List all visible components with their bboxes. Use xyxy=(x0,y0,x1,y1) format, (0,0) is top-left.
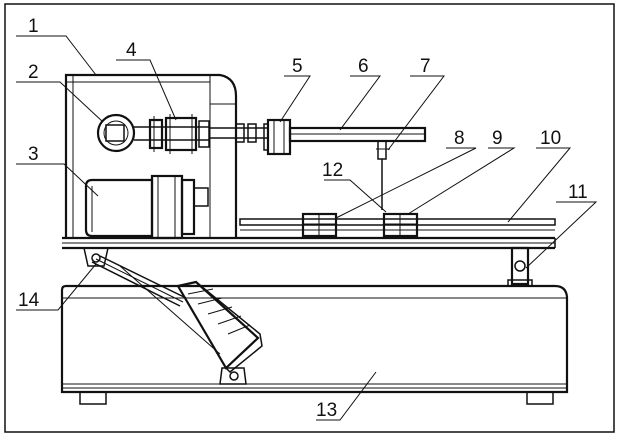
label-12: 12 xyxy=(322,160,343,181)
label-10: 10 xyxy=(540,128,561,149)
handwheel xyxy=(96,113,136,153)
leader-lines xyxy=(16,35,598,421)
label-14: 14 xyxy=(18,290,40,311)
hinge-support xyxy=(507,246,533,287)
coupling xyxy=(263,118,292,156)
lift-cylinder xyxy=(83,247,263,385)
label-4: 4 xyxy=(126,40,137,61)
slider-block-right xyxy=(382,212,419,238)
shaft-assembly xyxy=(134,114,268,154)
label-13: 13 xyxy=(316,400,337,421)
pointer-rod xyxy=(376,140,390,210)
slider-block-left xyxy=(301,212,338,238)
label-6: 6 xyxy=(358,56,369,77)
motor xyxy=(84,174,209,240)
upper-platform xyxy=(62,236,556,250)
label-11: 11 xyxy=(568,182,588,203)
outer-frame xyxy=(4,3,615,433)
label-9: 9 xyxy=(492,128,503,149)
lead-screw xyxy=(288,126,427,143)
label-2: 2 xyxy=(28,62,39,83)
label-5: 5 xyxy=(292,56,303,77)
label-8: 8 xyxy=(454,128,465,149)
label-7: 7 xyxy=(420,56,431,77)
base-housing xyxy=(60,284,569,405)
guide-rail xyxy=(239,218,556,231)
label-3: 3 xyxy=(28,144,39,165)
housing-box xyxy=(64,73,238,238)
label-1: 1 xyxy=(28,16,39,37)
